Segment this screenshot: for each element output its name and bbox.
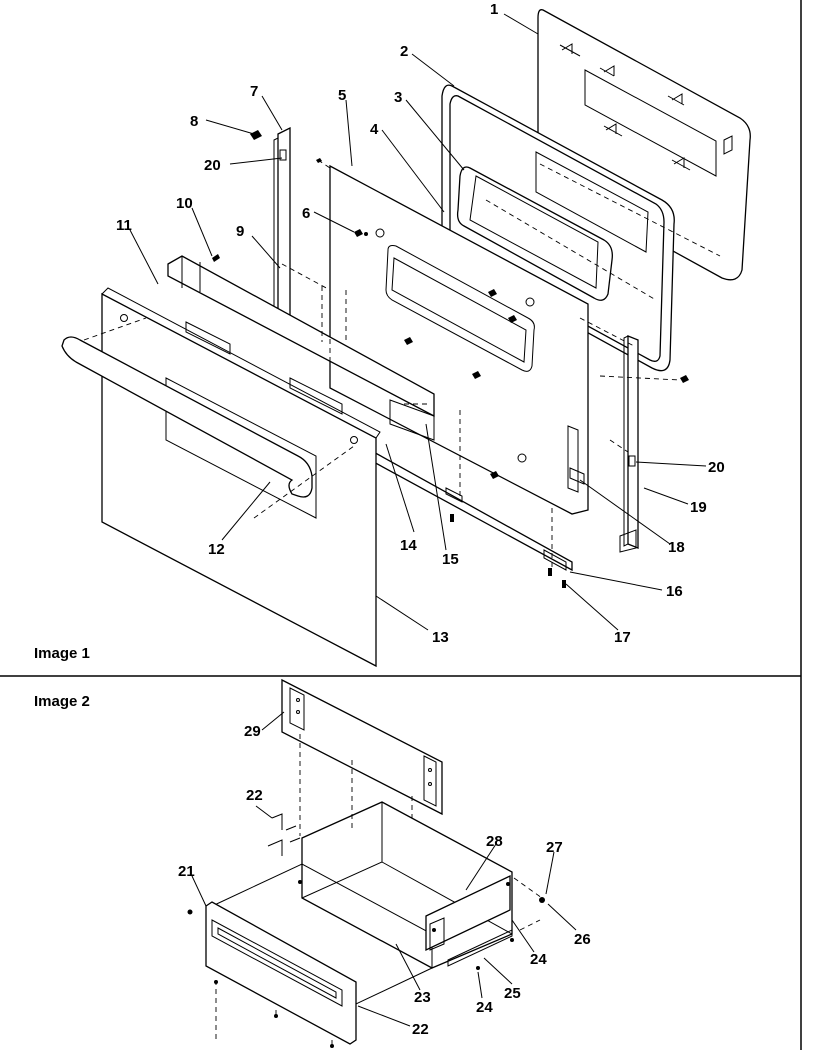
callout-22-bottom: 22: [412, 1021, 429, 1038]
drawer-screws: [187, 880, 545, 1048]
callout-15: 15: [442, 551, 459, 568]
alignment-lines: [83, 159, 721, 570]
callout-5: 5: [338, 87, 346, 104]
part-screws: [212, 130, 689, 588]
callout-1: 1: [490, 1, 498, 18]
part-29-drawer-back: [281, 678, 443, 816]
callout-22-top: 22: [246, 787, 263, 804]
part-3-window-glass: [456, 151, 649, 301]
callout-16: 16: [666, 583, 683, 600]
callout-13: 13: [432, 629, 449, 646]
callout-19: 19: [690, 499, 707, 516]
image2-label: Image 2: [34, 693, 90, 710]
part-13-outer-door-panel: [101, 287, 381, 668]
callout-29: 29: [244, 723, 261, 740]
part-22-bracket: [267, 813, 301, 856]
callout-7: 7: [250, 83, 258, 100]
callout-9: 9: [236, 223, 244, 240]
leader-lines: [129, 13, 707, 631]
callout-14: 14: [400, 537, 417, 554]
callout-21: 21: [178, 863, 195, 880]
callout-11: 11: [116, 217, 132, 234]
callout-6: 6: [302, 205, 310, 222]
callout-labels-image2: 29 22 21 28 27 26 24 25 24 23 22: [178, 723, 591, 1038]
part-14-control-channel: [167, 255, 435, 441]
callout-3: 3: [394, 89, 402, 106]
image1-label: Image 1: [34, 645, 90, 662]
callout-27: 27: [546, 839, 563, 856]
oven-door-assembly: 1 2 3 4 5 6 7 8 9 10 11 12 13 14 15 16 1…: [34, 1, 751, 668]
callout-20-right: 20: [708, 459, 725, 476]
callout-26: 26: [574, 931, 591, 948]
storage-drawer-assembly: Image 2: [34, 678, 591, 1048]
callout-24-right: 24: [530, 951, 547, 968]
part-1-door-frame: [537, 9, 751, 281]
callout-23: 23: [414, 989, 431, 1006]
part-19-right-hinge-channel: [619, 335, 639, 553]
callout-25: 25: [504, 985, 521, 1002]
part-5-inner-panel: [329, 164, 589, 515]
callout-4: 4: [370, 121, 379, 138]
callout-10: 10: [176, 195, 193, 212]
drawer-leader-lines: [191, 711, 577, 1027]
callout-8: 8: [190, 113, 198, 130]
callout-17: 17: [614, 629, 631, 646]
part-7-left-hinge-channel: [273, 126, 291, 324]
callout-28: 28: [486, 833, 503, 850]
callout-24-bottom: 24: [476, 999, 493, 1016]
callout-labels-image1: 1 2 3 4 5 6 7 8 9 10 11 12 13 14 15 16 1…: [116, 1, 725, 646]
callout-2: 2: [400, 43, 408, 60]
callout-12: 12: [208, 541, 225, 558]
part-21-drawer-front: [205, 901, 357, 1045]
callout-20-left: 20: [204, 157, 221, 174]
callout-18: 18: [668, 539, 685, 556]
part-12-door-handle: [61, 336, 313, 498]
part-28-drawer-side: [425, 874, 513, 967]
